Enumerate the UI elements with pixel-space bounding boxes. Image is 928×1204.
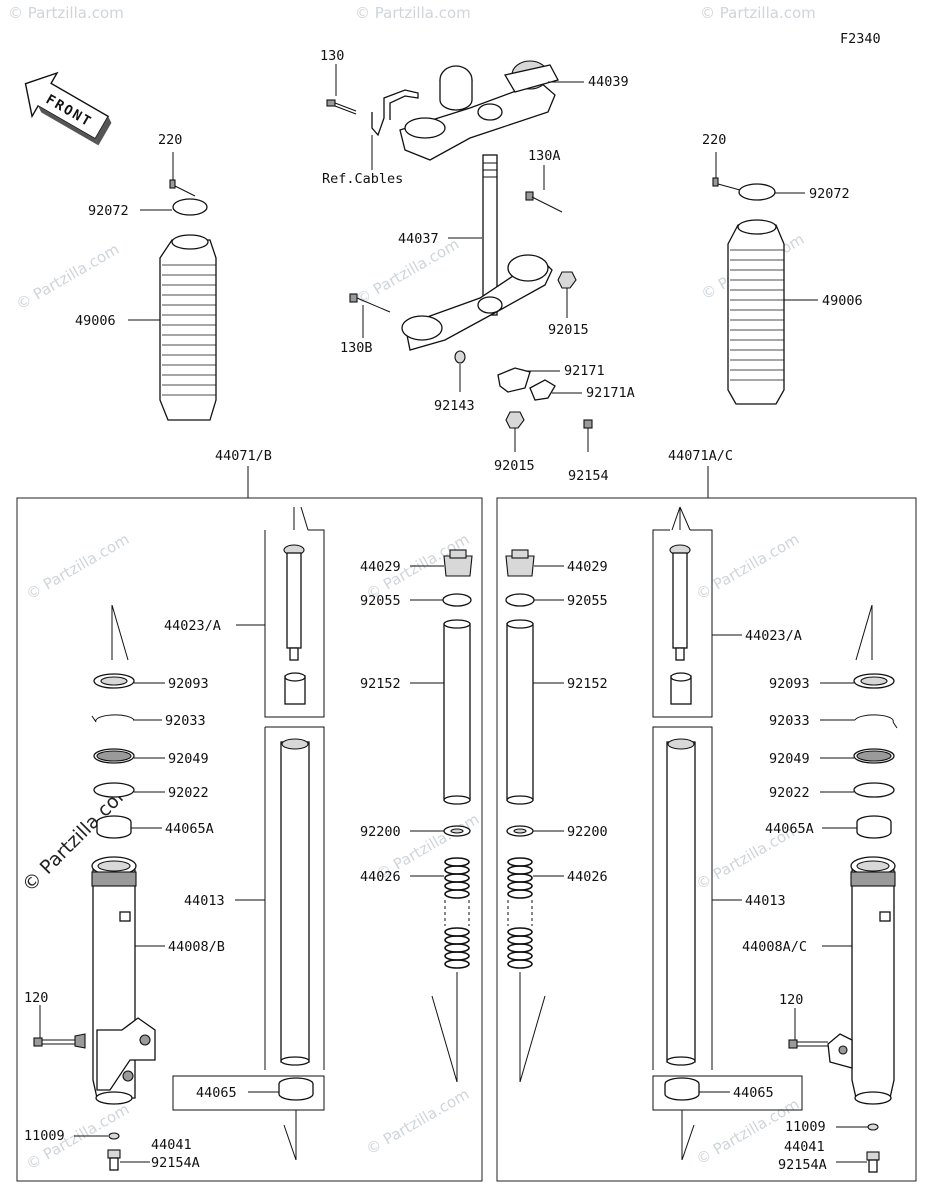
- part-label: 130A: [528, 148, 561, 164]
- part-label: 92093: [769, 676, 810, 692]
- front-arrow-icon: FRONT: [24, 71, 112, 146]
- part-label: 92055: [567, 593, 608, 609]
- part-label: 11009: [24, 1128, 65, 1144]
- part-label: 92055: [360, 593, 401, 609]
- part-label: 44008/B: [168, 939, 225, 955]
- part-label: 44029: [567, 559, 608, 575]
- part-label: 44023/A: [745, 628, 802, 644]
- part-label: 92033: [769, 713, 810, 729]
- part-label: 44008A/C: [742, 939, 807, 955]
- lower-clamp: [401, 254, 553, 351]
- watermark: © Partzilla.com: [355, 4, 471, 22]
- part-label: 44065A: [165, 821, 214, 837]
- part-label: 49006: [75, 313, 116, 329]
- boot-right: 220 92072 49006: [702, 132, 863, 405]
- assembly-label-right: 44071A/C: [668, 448, 733, 464]
- part-label: 92049: [769, 751, 810, 767]
- part-label: 44039: [588, 74, 629, 90]
- part-label: 92171A: [586, 385, 635, 401]
- left-fork-assembly: 44023/A 44013 44065 92093 92033 92049: [24, 506, 473, 1171]
- watermark: © Partzilla.com: [13, 240, 122, 313]
- part-label: 44065A: [765, 821, 814, 837]
- part-label: 44013: [184, 893, 225, 909]
- part-label: 92033: [165, 713, 206, 729]
- right-fork-assembly: 44029 92055 92152 92200 44026: [505, 506, 898, 1173]
- part-label: 49006: [822, 293, 863, 309]
- part-label: 92154: [568, 468, 609, 484]
- ref-cables-label: Ref.Cables: [322, 171, 403, 187]
- part-label: 44029: [360, 559, 401, 575]
- assembly-box-right: [496, 497, 917, 1182]
- assembly-label-left: 44071/B: [215, 448, 272, 464]
- part-label: 92072: [809, 186, 850, 202]
- part-label: 44041: [151, 1137, 192, 1153]
- part-label: 92143: [434, 398, 475, 414]
- watermark: © Partzilla.com: [700, 4, 816, 22]
- part-label: 92154A: [778, 1157, 827, 1173]
- part-label: 130: [320, 48, 344, 64]
- part-label: 130B: [340, 340, 373, 356]
- part-label: 92072: [88, 203, 129, 219]
- part-label: 44026: [360, 869, 401, 885]
- part-label: 92015: [548, 322, 589, 338]
- part-label: 120: [779, 992, 803, 1008]
- part-label: 44026: [567, 869, 608, 885]
- part-label: 92154A: [151, 1155, 200, 1171]
- part-label: 92022: [168, 785, 209, 801]
- part-label: 92200: [360, 824, 401, 840]
- part-label: 44023/A: [164, 618, 221, 634]
- cable-bracket: [371, 89, 419, 137]
- bolt: [326, 99, 357, 115]
- watermark: © Partzilla.com: [23, 530, 132, 603]
- part-label: 92015: [494, 458, 535, 474]
- part-label: 92171: [564, 363, 605, 379]
- boot-left: 220 92072 49006: [75, 132, 217, 421]
- part-label: 92200: [567, 824, 608, 840]
- part-label: 44065: [733, 1085, 774, 1101]
- diagram-code: F2340: [840, 31, 881, 47]
- part-label: 44041: [784, 1139, 825, 1155]
- watermark: © Partzilla.com: [363, 1085, 472, 1158]
- watermark: © Partzilla.com: [693, 530, 802, 603]
- part-label: 120: [24, 990, 48, 1006]
- part-label: 92152: [360, 676, 401, 692]
- part-label: 92152: [567, 676, 608, 692]
- part-label: 44065: [196, 1085, 237, 1101]
- watermark: © Partzilla.com: [8, 4, 124, 22]
- part-label: 44013: [745, 893, 786, 909]
- upper-clamp: [399, 60, 559, 161]
- part-label: 220: [702, 132, 726, 148]
- part-label: 92022: [769, 785, 810, 801]
- assembly-box-left: [16, 497, 483, 1182]
- part-label: 220: [158, 132, 182, 148]
- part-label: 92049: [168, 751, 209, 767]
- part-label: 92093: [168, 676, 209, 692]
- part-label: 44037: [398, 231, 439, 247]
- part-label: 11009: [785, 1119, 826, 1135]
